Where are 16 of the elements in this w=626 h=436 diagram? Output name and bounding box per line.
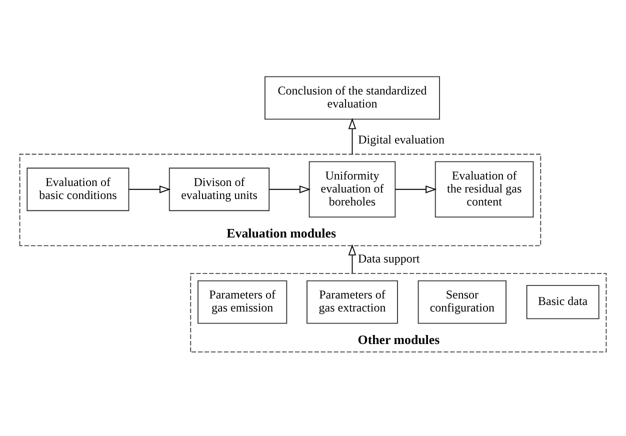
edge-label: Data support	[358, 252, 420, 266]
arrow	[128, 185, 171, 194]
node-box: Uniformity evaluation of boreholes	[308, 161, 396, 218]
arrow	[348, 244, 356, 274]
node-box: Evaluation of the residual gas content	[434, 161, 534, 218]
arrow	[348, 118, 356, 155]
node-box: Parameters of gas emission	[198, 280, 288, 324]
node-box: Sensor configuration	[418, 280, 506, 324]
node-box: Parameters of gas extraction	[306, 280, 398, 324]
edge-label: Digital evaluation	[358, 132, 444, 147]
arrow	[394, 185, 437, 194]
arrow	[268, 185, 311, 194]
node-box: Evaluation of basic conditions	[26, 168, 130, 212]
node-box: Basic data	[526, 284, 600, 320]
node-box: Divison of evaluating units	[168, 168, 270, 212]
node-box: Conclusion of the standardized evaluation	[264, 76, 440, 120]
